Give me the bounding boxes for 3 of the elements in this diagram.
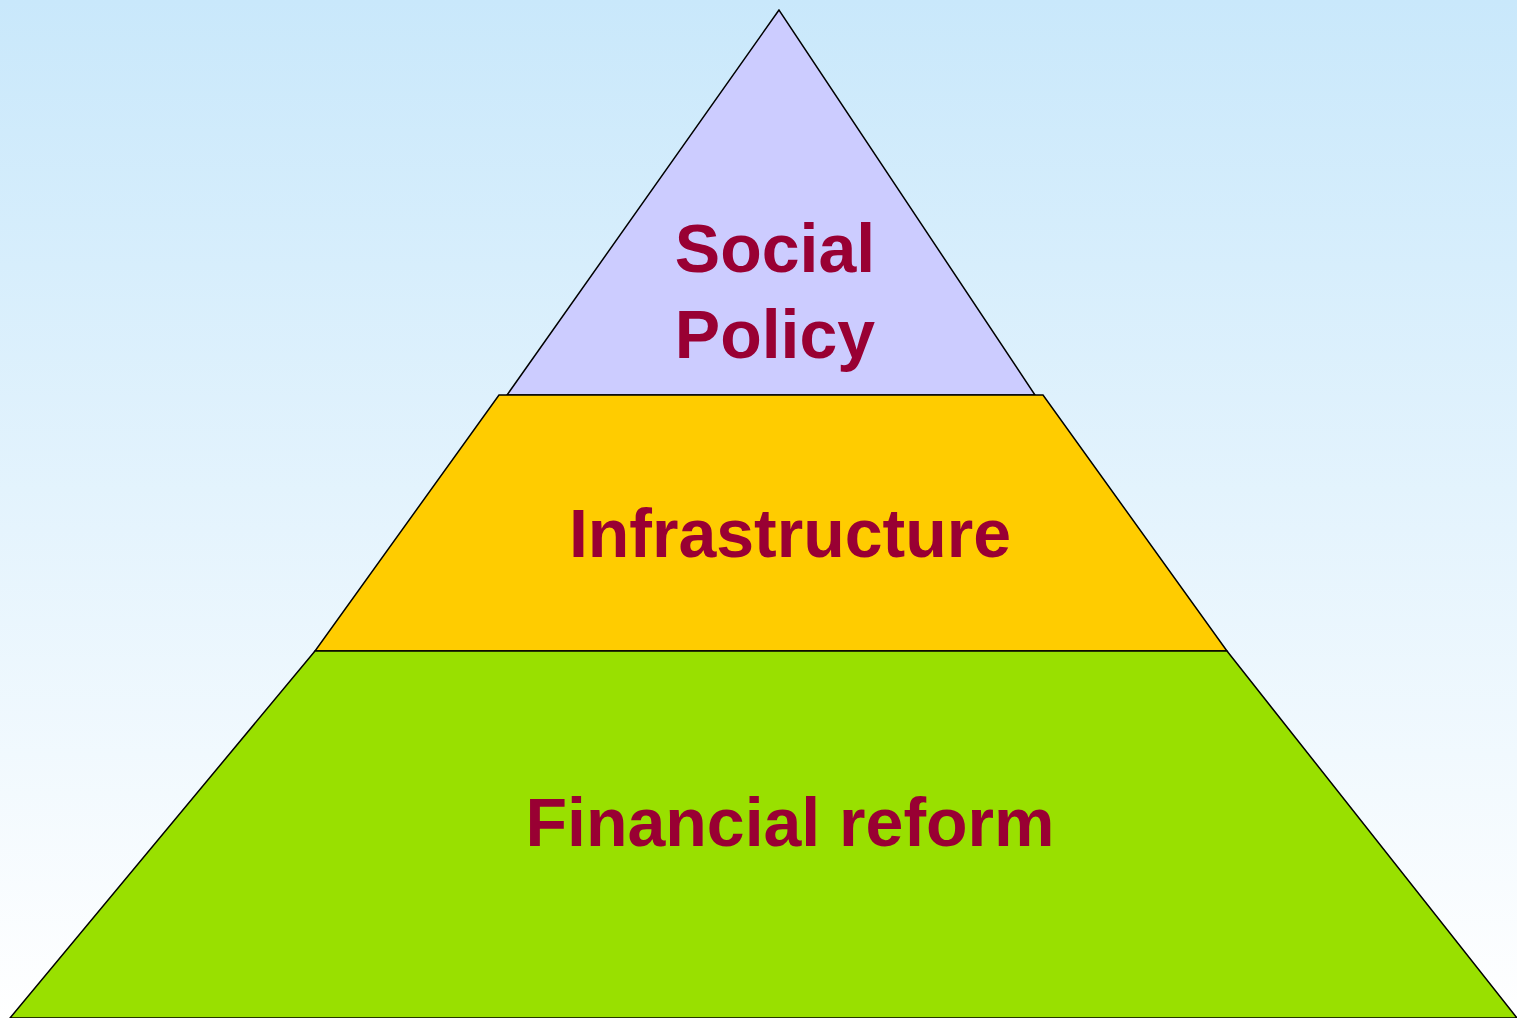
tier-label: Infrastructure [567,494,1013,573]
tier-label: Social Policy [673,209,877,374]
tier-label: Financial reform [524,783,1056,862]
